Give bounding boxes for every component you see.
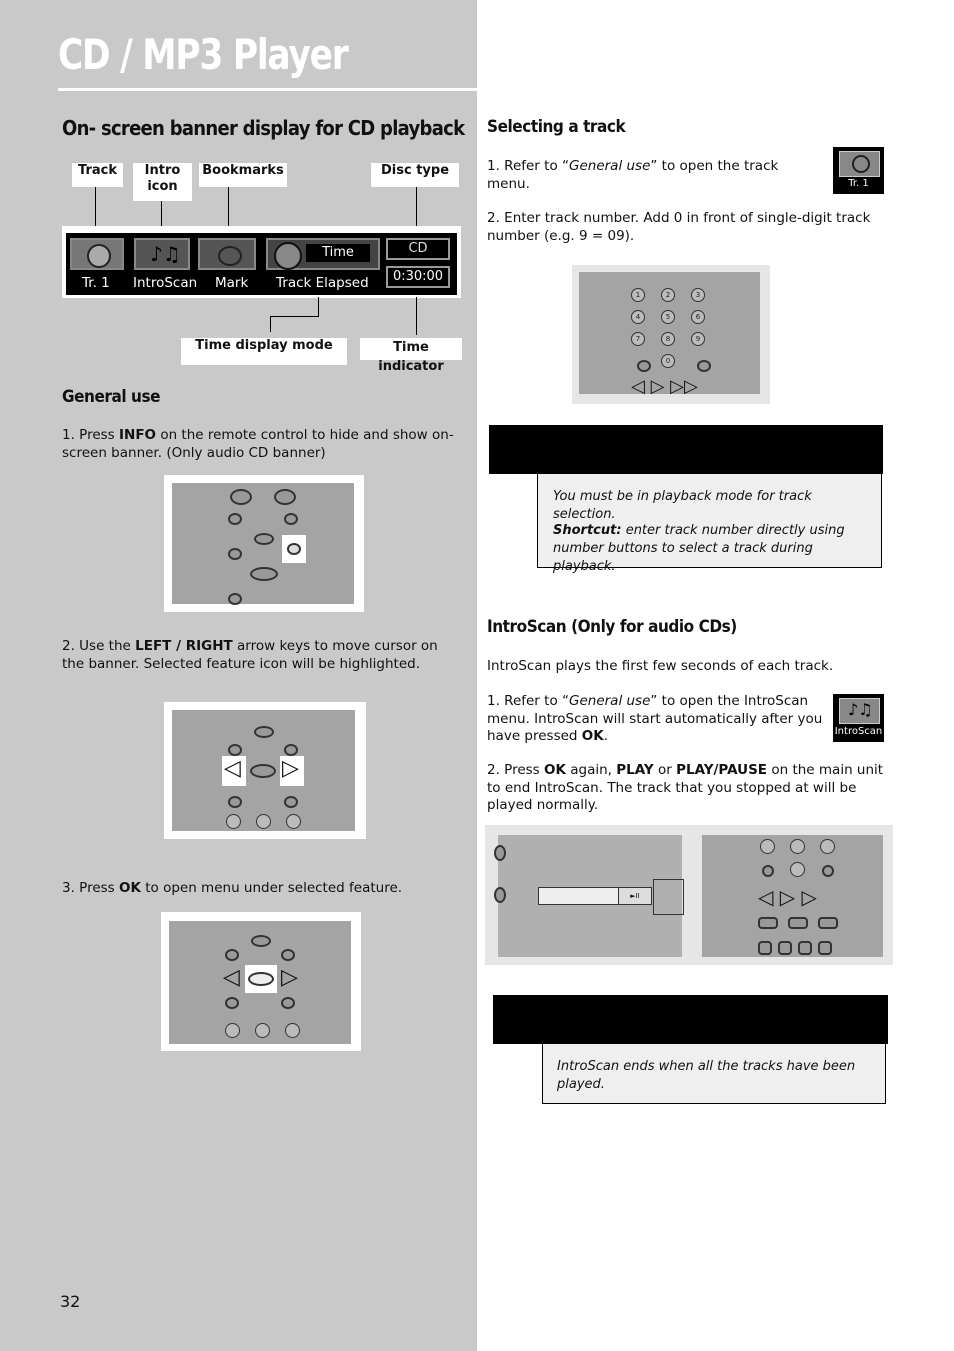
- introscan-step2: 2. Press OK again, PLAY or PLAY/PAUSE on…: [487, 762, 884, 813]
- left-arrow-highlight: ◁: [222, 756, 246, 786]
- selecting-track-step2: 2. Enter track number. Add 0 in front of…: [487, 210, 871, 244]
- keypad-button-5[interactable]: 5: [661, 310, 675, 324]
- keypad-button-4[interactable]: 4: [631, 310, 645, 324]
- introscan-menu-thumbnail: ♪♫ IntroScan: [833, 694, 884, 742]
- keypad-button-6[interactable]: 6: [691, 310, 705, 324]
- pointer-track: [95, 187, 96, 239]
- note-header-track: [489, 425, 883, 474]
- note-box-track: You must be in playback mode for track s…: [537, 474, 882, 574]
- banner-track: Tr. 1: [82, 275, 110, 291]
- pointer-disc: [416, 187, 417, 239]
- banner-track-elapsed: Track Elapsed: [276, 275, 369, 291]
- remote-photo-ok: ◁ ▷: [161, 912, 361, 1051]
- banner-section-heading: On- screen banner display for CD playbac…: [62, 116, 465, 140]
- introscan-thumb-label: IntroScan: [834, 726, 883, 737]
- play-arrows-icon: ◁ ▷ ▷: [758, 885, 817, 909]
- note-box-introscan: IntroScan ends when all the tracks have …: [542, 1044, 886, 1104]
- introscan-photos: ►II ◁ ▷ ▷: [485, 825, 893, 965]
- label-time-display-mode: Time display mode: [181, 338, 347, 365]
- disc-type-value: CD: [386, 238, 450, 260]
- keypad-button-2[interactable]: 2: [661, 288, 675, 302]
- disc-icon: [839, 151, 880, 177]
- pointer-intro: [161, 201, 162, 239]
- keypad-button-0[interactable]: 0: [661, 354, 675, 368]
- note-track-line1: You must be in playback mode for track s…: [553, 489, 812, 522]
- introscan-intro: IntroScan plays the first few seconds of…: [487, 658, 834, 674]
- pointer-bookmarks: [228, 187, 229, 239]
- keypad-button-8[interactable]: 8: [661, 332, 675, 346]
- bookmark-icon: [198, 238, 256, 270]
- time-mode-label: Time: [306, 244, 370, 262]
- note-header-introscan: [493, 995, 888, 1044]
- left-panel-background: [0, 0, 477, 1351]
- general-use-step2: 2. Use the LEFT / RIGHT arrow keys to mo…: [62, 638, 438, 672]
- time-value: 0:30:00: [386, 266, 450, 288]
- music-note-icon: ♪♫: [839, 698, 880, 724]
- keypad-button-7[interactable]: 7: [631, 332, 645, 346]
- label-intro-icon: Intro icon: [133, 163, 192, 201]
- track-thumb-label: Tr. 1: [848, 178, 869, 189]
- page-number: 32: [60, 1292, 81, 1311]
- pointer-time-indicator: [416, 297, 417, 335]
- general-use-step1: 1. Press INFO on the remote control to h…: [62, 427, 454, 461]
- remote-photo-info: [164, 475, 364, 612]
- general-use-step3: 3. Press OK to open menu under selected …: [62, 880, 403, 896]
- pointer-time-mode-h: [270, 316, 318, 317]
- page-title: CD / MP3 Player: [58, 30, 349, 79]
- label-track: Track: [72, 163, 123, 187]
- general-use-heading: General use: [62, 387, 161, 407]
- label-time-indicator: Time indicator: [360, 338, 462, 374]
- pointer-time-mode-v: [318, 297, 319, 317]
- keypad-button-9[interactable]: 9: [691, 332, 705, 346]
- pointer-time-mode: [270, 317, 271, 332]
- title-rule: [58, 88, 478, 91]
- banner-introscan: IntroScan: [133, 275, 198, 291]
- remote-photo-arrows: ◁ ▷: [164, 702, 366, 839]
- music-note-icon: ♪♫: [134, 238, 190, 270]
- onscreen-banner: ♪♫ Time CD 0:30:00 Tr. 1 IntroScan Mark …: [66, 233, 457, 295]
- play-pause-button-icon: ►II: [618, 887, 652, 905]
- remote-photo-play: ◁ ▷ ▷: [702, 835, 883, 957]
- track-menu-thumbnail: Tr. 1: [833, 147, 884, 194]
- label-disc-type: Disc type: [371, 163, 459, 187]
- selecting-track-heading: Selecting a track: [487, 117, 626, 137]
- keypad-button-1[interactable]: 1: [631, 288, 645, 302]
- clock-icon: Time: [266, 238, 380, 270]
- disc-icon: [70, 238, 124, 270]
- ok-button-highlight: [245, 965, 277, 993]
- selecting-track-step1: 1. Refer to “General use” to open the tr…: [487, 158, 779, 192]
- main-unit-photo: ►II: [494, 835, 684, 957]
- right-arrow-highlight: ▷: [280, 756, 304, 786]
- note-track-shortcut: Shortcut: enter track number directly us…: [553, 523, 845, 574]
- banner-mark: Mark: [215, 275, 249, 291]
- introscan-heading: IntroScan (Only for audio CDs): [487, 617, 737, 637]
- note-introscan-text: IntroScan ends when all the tracks have …: [557, 1059, 856, 1092]
- label-bookmarks: Bookmarks: [199, 163, 287, 187]
- introscan-step1: 1. Refer to “General use” to open the In…: [487, 693, 823, 744]
- keypad-button-3[interactable]: 3: [691, 288, 705, 302]
- info-button-highlight: [282, 535, 306, 563]
